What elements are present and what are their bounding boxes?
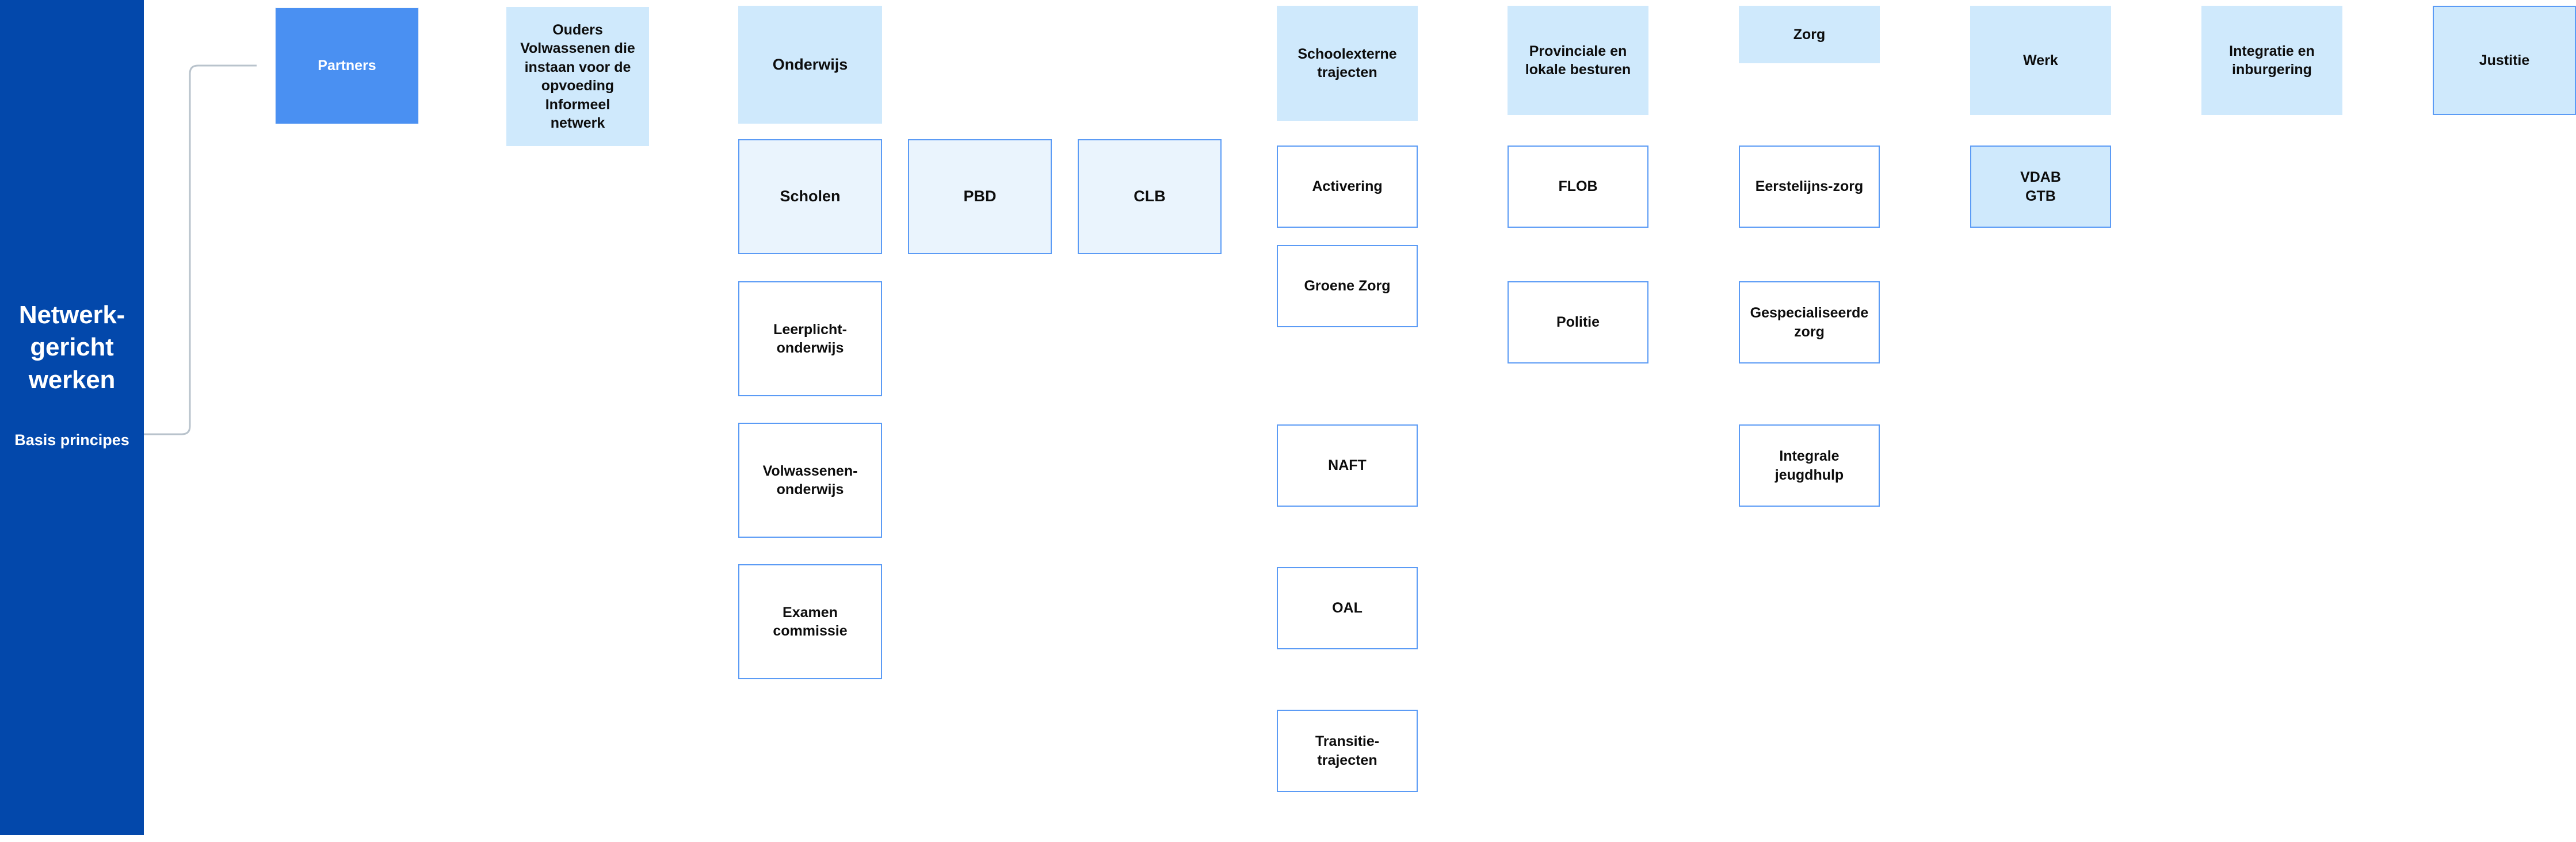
sidebar-subtitle: Basis principes <box>14 431 129 449</box>
node-label: Activering <box>1312 178 1383 195</box>
node-label: FLOB <box>1558 178 1598 195</box>
node-label: OAL <box>1332 600 1363 617</box>
node-box[interactable]: Examen commissie <box>738 564 882 679</box>
node-label: Examen commissie <box>773 604 848 640</box>
node-label: Ouders Volwassenen die instaan voor de o… <box>520 21 635 132</box>
node-box[interactable]: Provinciale en lokale besturen <box>1508 6 1648 115</box>
node-box[interactable]: CLB <box>1078 139 1222 254</box>
node-label: PBD <box>963 187 997 205</box>
node-box[interactable]: PBD <box>908 139 1052 254</box>
node-partners[interactable]: Partners <box>275 7 419 124</box>
node-box[interactable]: Gespecialiseerde zorg <box>1739 281 1880 363</box>
node-box[interactable]: Groene Zorg <box>1277 245 1418 327</box>
node-box[interactable]: VDAB GTB <box>1970 146 2111 228</box>
sidebar-panel: Netwerk- gericht werken Basis principes <box>0 0 144 835</box>
node-box[interactable]: Ouders Volwassenen die instaan voor de o… <box>506 7 649 146</box>
node-box[interactable]: Werk <box>1970 6 2111 115</box>
node-box[interactable]: Integratie en inburgering <box>2201 6 2342 115</box>
node-box[interactable]: Politie <box>1508 281 1648 363</box>
node-box[interactable]: Schoolexterne trajecten <box>1277 6 1418 121</box>
node-box[interactable]: Integrale jeugdhulp <box>1739 424 1880 507</box>
node-box[interactable]: FLOB <box>1508 146 1648 228</box>
node-label: Groene Zorg <box>1304 278 1391 294</box>
node-label: Integratie en inburgering <box>2229 43 2315 78</box>
node-label: Justitie <box>2479 52 2530 68</box>
node-box[interactable]: Leerplicht- onderwijs <box>738 281 882 396</box>
node-box[interactable]: Transitie- trajecten <box>1277 710 1418 792</box>
sidebar-title: Netwerk- gericht werken <box>18 301 125 394</box>
node-label: Transitie- trajecten <box>1315 733 1380 768</box>
node-label: Werk <box>2023 52 2058 68</box>
node-label: Provinciale en lokale besturen <box>1525 43 1631 78</box>
node-label: Scholen <box>780 187 841 205</box>
node-label: CLB <box>1134 187 1166 205</box>
node-label: Schoolexterne trajecten <box>1297 45 1397 81</box>
node-box[interactable]: Zorg <box>1739 6 1880 63</box>
node-box[interactable]: Volwassenen- onderwijs <box>738 423 882 538</box>
node-box[interactable]: Scholen <box>738 139 882 254</box>
node-label: Leerplicht- onderwijs <box>773 321 847 357</box>
node-label: VDAB GTB <box>2020 169 2061 204</box>
node-label: Politie <box>1556 314 1600 331</box>
node-box[interactable]: NAFT <box>1277 424 1418 507</box>
node-box[interactable]: Activering <box>1277 146 1418 228</box>
node-label: Zorg <box>1793 26 1826 43</box>
node-label: Gespecialiseerde zorg <box>1750 305 1869 340</box>
connector-line <box>144 64 257 435</box>
node-label: Integrale jeugdhulp <box>1774 448 1844 483</box>
node-box[interactable]: Onderwijs <box>738 6 882 124</box>
node-label: Volwassenen- onderwijs <box>762 462 858 498</box>
node-label: Partners <box>318 58 376 74</box>
node-label: Eerstelijns-zorg <box>1755 178 1864 195</box>
node-label: Onderwijs <box>772 55 848 73</box>
node-box[interactable]: Justitie <box>2433 6 2576 115</box>
node-box[interactable]: OAL <box>1277 567 1418 649</box>
node-label: NAFT <box>1328 457 1367 474</box>
node-box[interactable]: Eerstelijns-zorg <box>1739 146 1880 228</box>
